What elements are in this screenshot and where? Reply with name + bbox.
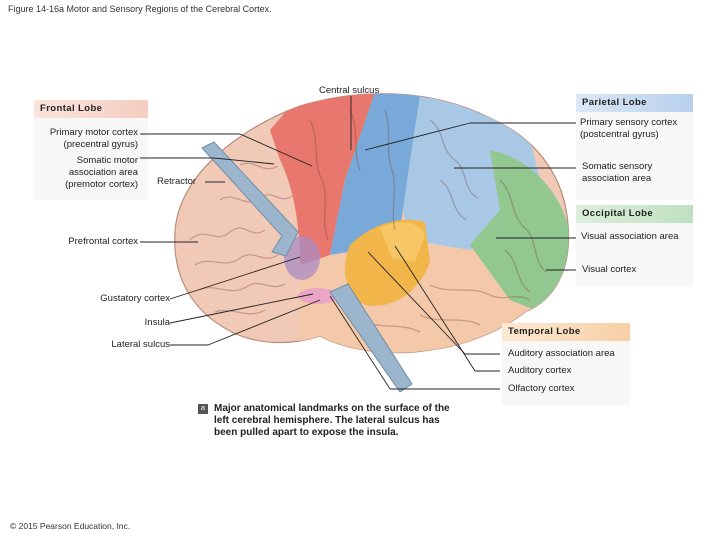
retractor-upper (201, 141, 299, 257)
visual-association-label: Visual association area (581, 231, 679, 242)
gustatory-region (298, 288, 338, 304)
parietal-panel (576, 112, 693, 200)
central-sulcus-label: Central sulcus (319, 85, 380, 96)
insula-region (284, 236, 320, 280)
occipital-lobe-header: Occipital Lobe (576, 205, 693, 223)
figure-title: Figure 14-16a Motor and Sensory Regions … (8, 4, 272, 14)
auditory-cortex-label: Auditory cortex (508, 365, 572, 376)
primary-sensory-line-2: (postcentral gyrus) (580, 129, 659, 140)
primary-sensory-label: Primary sensory cortex (postcentral gyru… (580, 117, 677, 141)
retractor-tools (201, 141, 413, 393)
retractor-lower (329, 283, 413, 393)
temporal-lobe-header: Temporal Lobe (502, 323, 630, 341)
temporal-panel (502, 341, 630, 405)
frontal-lobe-header: Frontal Lobe (34, 100, 148, 118)
parietal-lobe-header: Parietal Lobe (576, 94, 693, 112)
insula-label: Insula (144, 317, 170, 328)
primary-sensory-line-1: Primary sensory cortex (580, 117, 678, 128)
somatic-sensory-label: Somatic sensory association area (582, 161, 652, 185)
lateral-sulcus-label: Lateral sulcus (111, 339, 170, 350)
frontal-panel (34, 118, 148, 200)
visual-cortex-label: Visual cortex (582, 264, 637, 275)
gustatory-label: Gustatory cortex (100, 293, 170, 304)
somatic-sensory-line-2: association area (582, 173, 652, 184)
caption-badge: a (198, 404, 208, 414)
primary-motor-label: Primary motor cortex (precentral gyrus) (30, 127, 138, 151)
primary-motor-region (270, 93, 375, 265)
auditory-association-label: Auditory association area (508, 348, 615, 359)
somatic-motor-line-1: Somatic motor (76, 155, 138, 166)
copyright-notice: © 2015 Pearson Education, Inc. (10, 521, 131, 531)
somatic-motor-line-3: (premotor cortex) (65, 179, 138, 190)
somatic-sensory-line-1: Somatic sensory (582, 161, 653, 172)
primary-motor-line-2: (precentral gyrus) (63, 139, 138, 150)
primary-motor-line-1: Primary motor cortex (49, 127, 138, 138)
somatic-motor-label: Somatic motor association area (premotor… (30, 155, 138, 191)
retractor-label: Retractor (157, 176, 197, 187)
prefrontal-label: Prefrontal cortex (68, 236, 138, 247)
figure-caption: Major anatomical landmarks on the surfac… (214, 403, 450, 438)
somatic-motor-line-2: association area (68, 167, 138, 178)
leader-lines (140, 96, 576, 390)
occipital-lobe-region (470, 150, 569, 320)
primary-sensory-region (330, 93, 420, 255)
olfactory-cortex-label: Olfactory cortex (508, 383, 575, 394)
auditory-cortex-region (380, 222, 425, 262)
occipital-panel (576, 223, 693, 287)
